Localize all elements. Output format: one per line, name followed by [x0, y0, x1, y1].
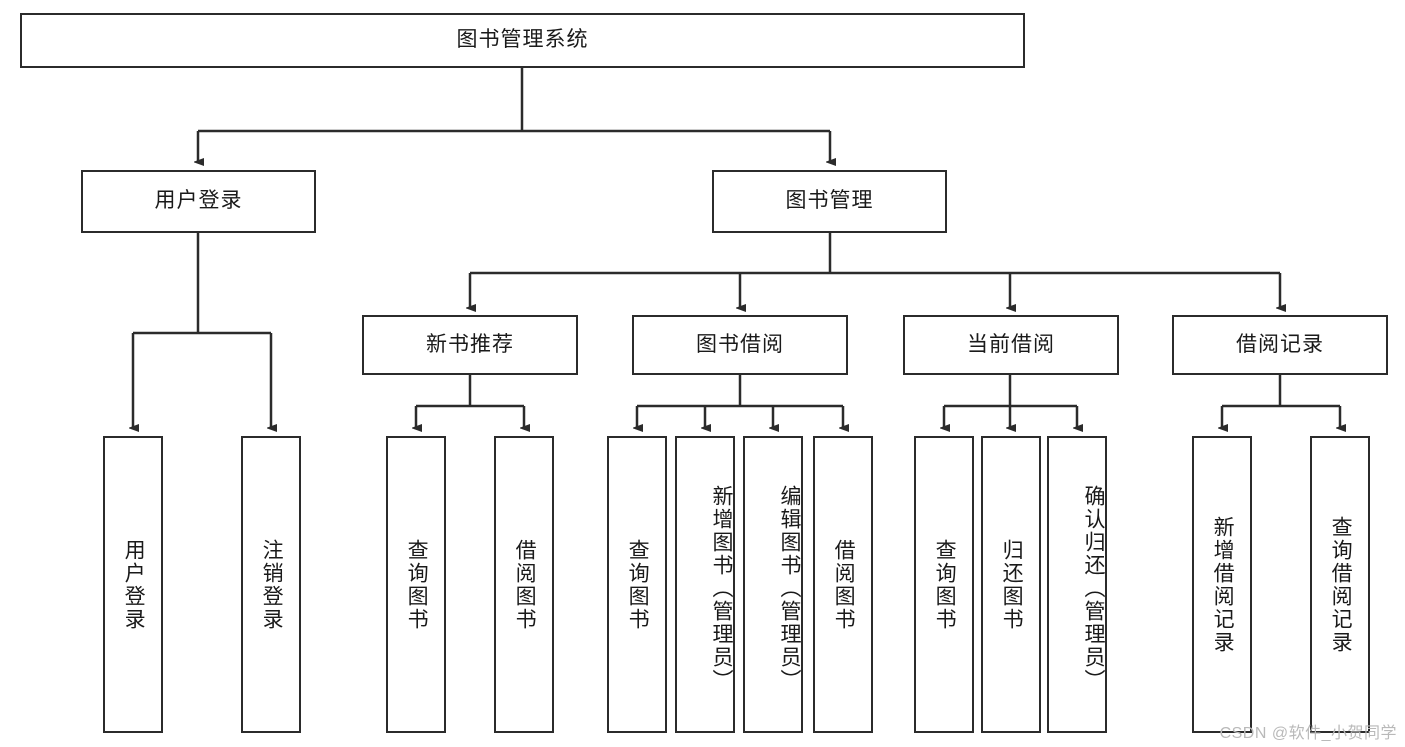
node-leaf-query-book-2[interactable]: 查询图书 [607, 436, 667, 733]
node-leaf-logout[interactable]: 注销登录 [241, 436, 301, 733]
node-leaf-confirm-return-admin-label: 确认归还（管理员） [1082, 485, 1105, 692]
node-leaf-query-book-1[interactable]: 查询图书 [386, 436, 446, 733]
node-leaf-add-borrow-record[interactable]: 新增借阅记录 [1192, 436, 1252, 733]
node-book-borrow-label: 图书借阅 [696, 332, 784, 356]
node-leaf-query-book-2-label: 查询图书 [626, 538, 650, 631]
node-root[interactable]: 图书管理系统 [20, 13, 1025, 68]
node-leaf-add-book-admin[interactable]: 新增图书（管理员） [675, 436, 735, 733]
node-leaf-borrow-book-2[interactable]: 借阅图书 [813, 436, 873, 733]
node-leaf-query-borrow-record-label: 查询借阅记录 [1329, 515, 1353, 654]
node-leaf-user-login[interactable]: 用户登录 [103, 436, 163, 733]
node-book-borrow[interactable]: 图书借阅 [632, 315, 848, 375]
node-new-book-recommend-label: 新书推荐 [426, 332, 514, 356]
node-leaf-borrow-book-1[interactable]: 借阅图书 [494, 436, 554, 733]
node-leaf-add-borrow-record-label: 新增借阅记录 [1211, 515, 1235, 654]
node-leaf-user-login-label: 用户登录 [122, 538, 146, 631]
node-root-label: 图书管理系统 [456, 28, 589, 52]
node-leaf-add-book-admin-label: 新增图书（管理员） [710, 485, 733, 692]
node-leaf-query-book-3[interactable]: 查询图书 [914, 436, 974, 733]
node-leaf-edit-book-admin[interactable]: 编辑图书（管理员） [743, 436, 803, 733]
node-new-book-recommend[interactable]: 新书推荐 [362, 315, 578, 375]
node-leaf-edit-book-admin-label: 编辑图书（管理员） [778, 485, 801, 692]
node-user-login-label: 用户登录 [154, 189, 243, 213]
node-leaf-query-borrow-record[interactable]: 查询借阅记录 [1310, 436, 1370, 733]
node-leaf-return-book-label: 归还图书 [1000, 538, 1024, 631]
node-leaf-query-book-3-label: 查询图书 [933, 538, 957, 631]
node-borrow-records[interactable]: 借阅记录 [1172, 315, 1388, 375]
node-borrow-records-label: 借阅记录 [1236, 332, 1324, 356]
node-leaf-confirm-return-admin[interactable]: 确认归还（管理员） [1047, 436, 1107, 733]
node-leaf-return-book[interactable]: 归还图书 [981, 436, 1041, 733]
node-leaf-borrow-book-2-label: 借阅图书 [832, 538, 856, 631]
node-book-management-label: 图书管理 [785, 189, 874, 213]
node-leaf-borrow-book-1-label: 借阅图书 [513, 538, 537, 631]
watermark-text: CSDN @软件_小贺同学 [1219, 725, 1397, 742]
node-user-login[interactable]: 用户登录 [81, 170, 316, 233]
node-leaf-query-book-1-label: 查询图书 [405, 538, 429, 631]
node-current-borrow-label: 当前借阅 [967, 332, 1055, 356]
node-current-borrow[interactable]: 当前借阅 [903, 315, 1119, 375]
node-book-management[interactable]: 图书管理 [712, 170, 947, 233]
node-leaf-logout-label: 注销登录 [260, 538, 284, 631]
